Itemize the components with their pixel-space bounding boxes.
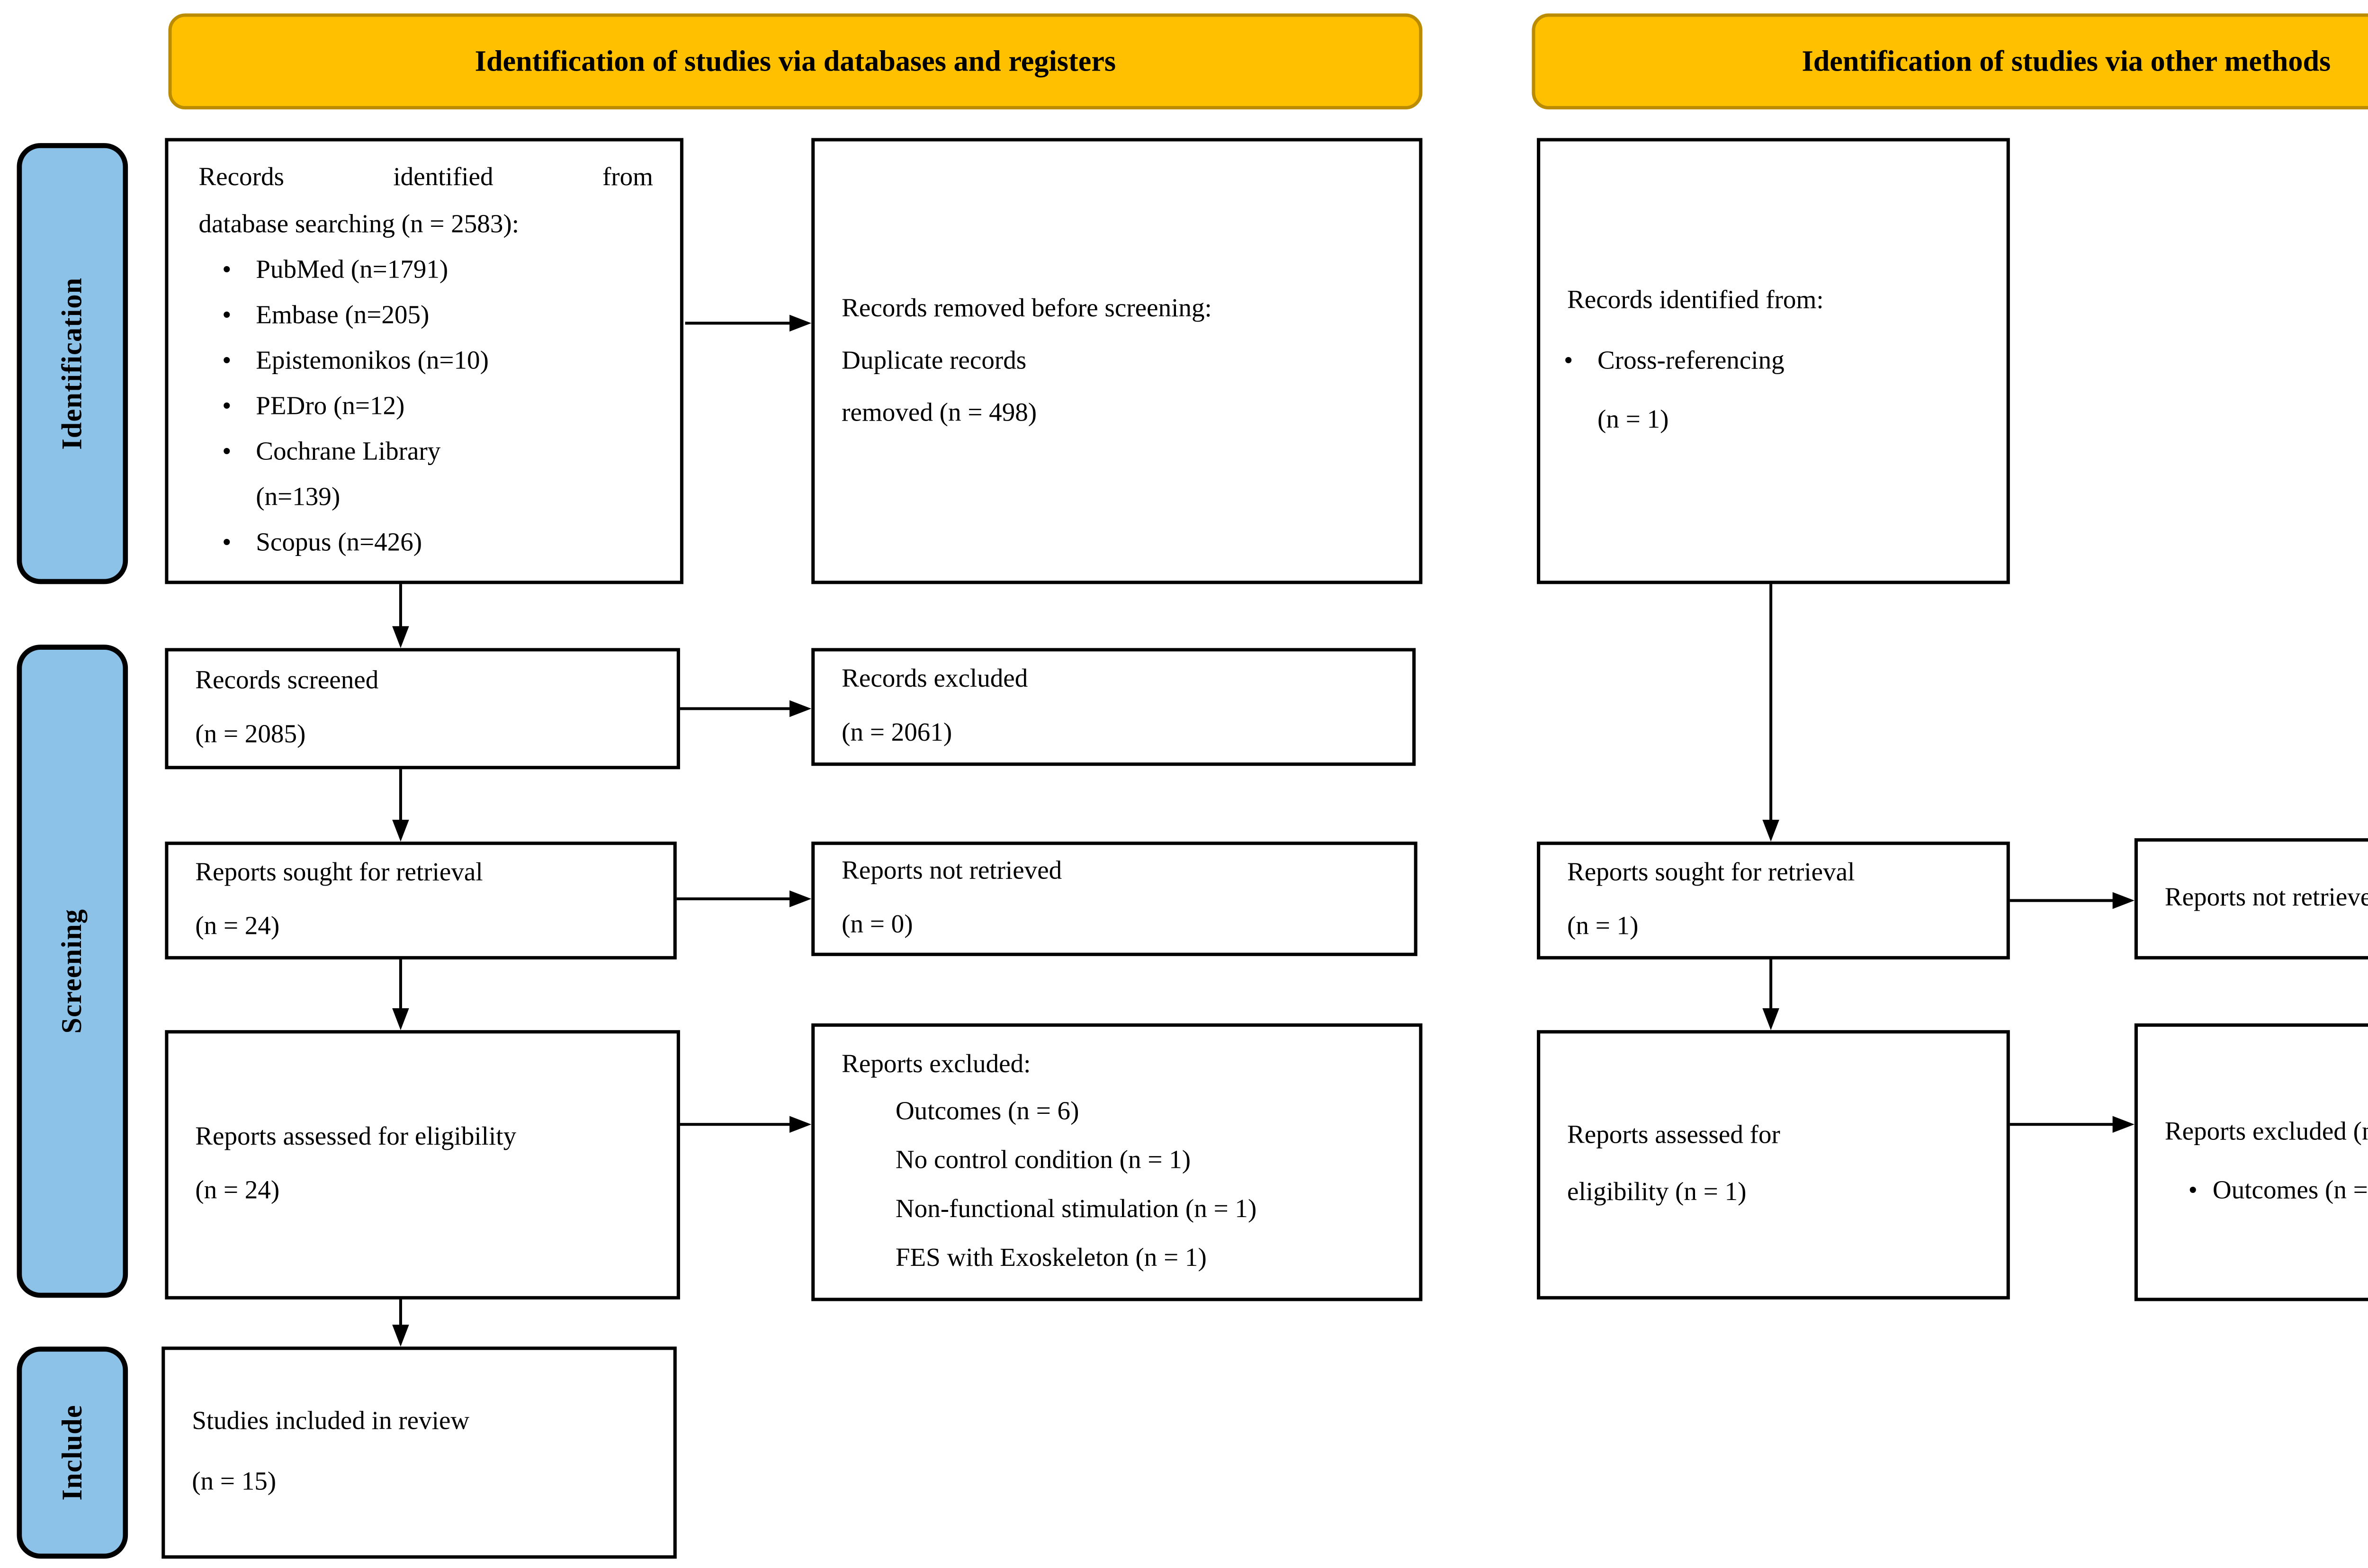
reports-sought-left-text: Reports sought for retrieval (n = 24) — [195, 859, 483, 941]
list-item: •Cochrane Library (n=139) — [198, 430, 653, 521]
reports-assessed-right-text: Reports assessed for eligibility (n = 1) — [1567, 1120, 1780, 1207]
records-screened-text: Records screened (n = 2085) — [195, 667, 379, 749]
exclusion-reason: Non-functional stimulation (n = 1) — [895, 1194, 1257, 1224]
stage-include: Include — [17, 1346, 128, 1559]
header-other-methods-label: Identification of studies via other meth… — [1802, 44, 2331, 78]
reports-assessed-left-text: Reports assessed for eligibility (n = 24… — [195, 1123, 517, 1205]
studies-included-text: Studies included in review (n = 15) — [192, 1407, 470, 1496]
bullet-icon: • — [222, 301, 232, 330]
reports-not-retrieved-right-text: Reports not retrieved (n = 0) — [2164, 884, 2368, 913]
list-item: •Epistemonikos (n=10) — [198, 338, 653, 384]
exclusion-reason: Outcomes (n = 6) — [895, 1098, 1079, 1127]
header-databases-registers: Identification of studies via databases … — [168, 13, 1423, 110]
box-reports-not-retrieved-right: Reports not retrieved (n = 0) — [2134, 838, 2368, 959]
records-identified-title-line2: database searching (n = 2583): — [198, 209, 520, 239]
exclusion-reason: FES with Exoskeleton (n = 1) — [895, 1243, 1207, 1272]
header-other-methods: Identification of studies via other meth… — [1532, 13, 2368, 110]
box-reports-excluded-left: Reports excluded: Outcomes (n = 6) No co… — [811, 1023, 1423, 1301]
box-records-identified-other: Records identified from: •Cross-referenc… — [1537, 138, 2010, 584]
header-databases-registers-label: Identification of studies via databases … — [475, 44, 1116, 78]
stage-identification: Identification — [17, 143, 128, 584]
box-records-screened: Records screened (n = 2085) — [165, 648, 680, 770]
database-list: •PubMed (n=1791) •Embase (n=205) •Episte… — [198, 247, 653, 566]
box-records-excluded: Records excluded (n = 2061) — [811, 648, 1416, 766]
bullet-icon: • — [222, 529, 232, 558]
reports-sought-right-text: Reports sought for retrieval (n = 1) — [1567, 859, 1855, 941]
box-reports-excluded-right: Reports excluded (n = 1): • Outcomes (n … — [2134, 1023, 2368, 1301]
list-item: •PubMed (n=1791) — [198, 247, 653, 292]
list-item: •Scopus (n=426) — [198, 521, 653, 566]
stage-include-label: Include — [55, 1405, 88, 1501]
box-reports-sought-right: Reports sought for retrieval (n = 1) — [1537, 842, 2010, 959]
stage-identification-label: Identification — [55, 277, 88, 450]
box-reports-not-retrieved-left: Reports not retrieved (n = 0) — [811, 842, 1417, 956]
box-reports-assessed-left: Reports assessed for eligibility (n = 24… — [165, 1030, 680, 1299]
stage-screening-label: Screening — [55, 909, 88, 1034]
exclusion-reason: • Outcomes (n = 1) — [2138, 1162, 2368, 1219]
exclusion-reason: No control condition (n = 1) — [895, 1147, 1191, 1175]
bullet-icon: • — [222, 346, 232, 376]
records-excluded-text: Records excluded (n = 2061) — [842, 665, 1028, 748]
bullet-icon: • — [1563, 346, 1573, 375]
bullet-icon: • — [222, 255, 232, 284]
records-identified-other-title: Records identified from: — [1567, 286, 1824, 315]
other-sources-list: •Cross-referencing (n = 1) — [1540, 331, 1996, 451]
box-records-identified-databases: Records identified from database searchi… — [165, 138, 684, 584]
box-records-removed: Records removed before screening: Duplic… — [811, 138, 1423, 584]
records-identified-title-line1: Records identified from — [198, 164, 654, 193]
reports-excluded-left-title: Reports excluded: — [842, 1050, 1031, 1079]
reports-not-retrieved-left-text: Reports not retrieved (n = 0) — [842, 857, 1062, 940]
bullet-icon: • — [222, 438, 232, 467]
list-item: •Cross-referencing (n = 1) — [1540, 331, 1996, 451]
list-item: •Embase (n=205) — [198, 293, 653, 338]
stage-screening: Screening — [17, 645, 128, 1298]
records-removed-text: Records removed before screening: Duplic… — [842, 295, 1212, 428]
box-reports-sought-left: Reports sought for retrieval (n = 24) — [165, 842, 677, 959]
box-studies-included: Studies included in review (n = 15) — [161, 1346, 677, 1559]
reports-excluded-right-title: Reports excluded (n = 1): — [2164, 1118, 2368, 1147]
box-reports-assessed-right: Reports assessed for eligibility (n = 1) — [1537, 1030, 2010, 1299]
list-item: •PEDro (n=12) — [198, 384, 653, 430]
bullet-icon: • — [2188, 1175, 2198, 1205]
bullet-icon: • — [222, 392, 232, 421]
